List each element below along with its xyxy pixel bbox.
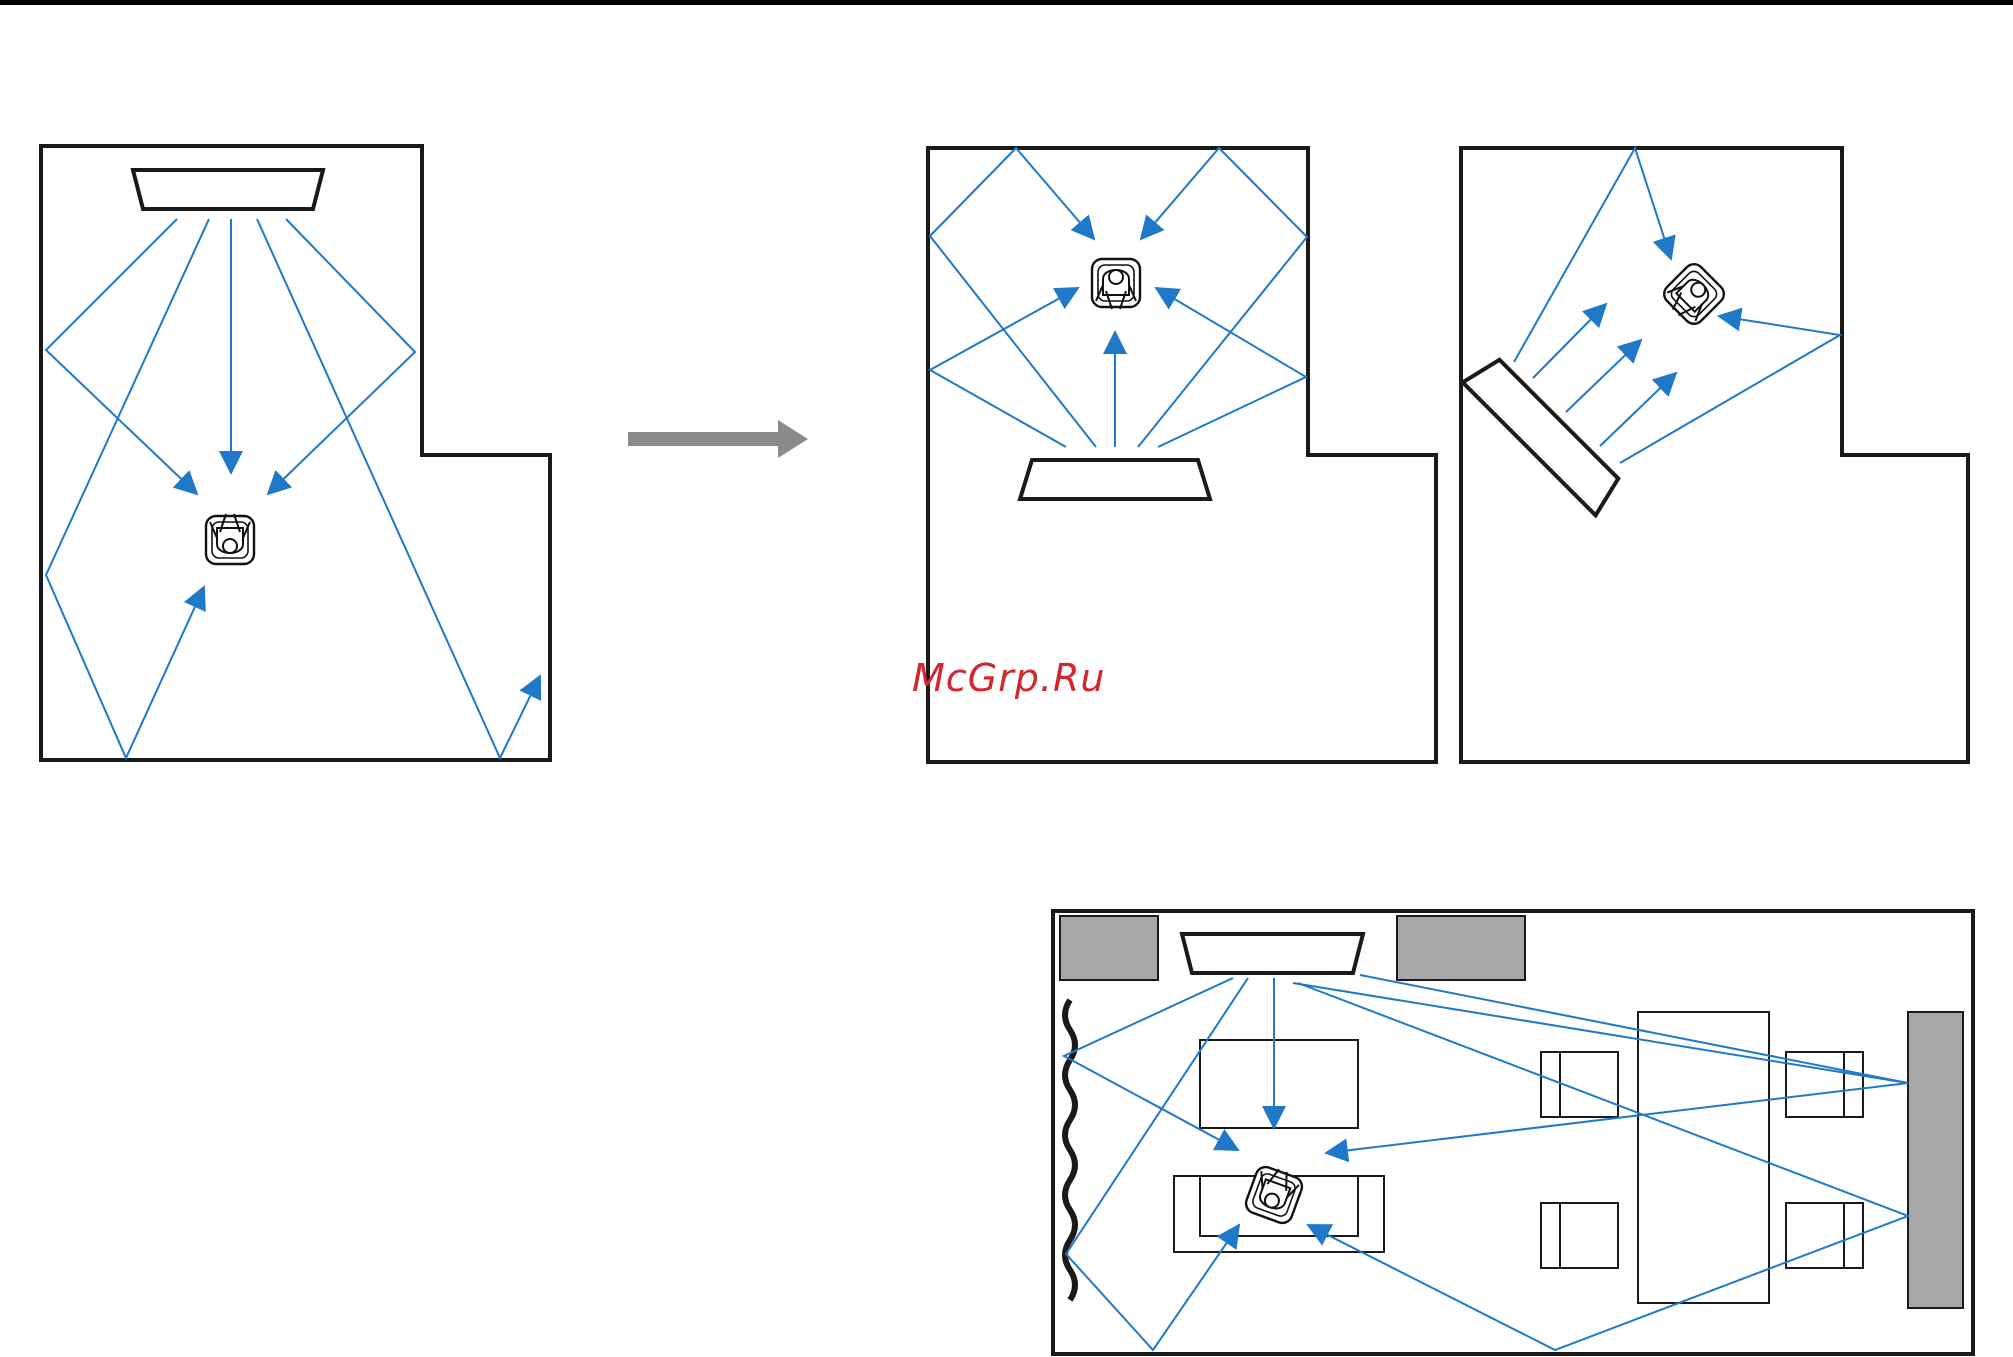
transition-arrow xyxy=(628,420,808,458)
cabinet-right xyxy=(1397,916,1525,980)
room-after-angled xyxy=(1461,148,1968,762)
listener-icon xyxy=(1659,260,1728,329)
listener-icon xyxy=(206,514,254,564)
soundbar xyxy=(133,170,323,209)
rays xyxy=(1064,975,1908,1350)
soundbar xyxy=(1463,353,1626,516)
sideboard xyxy=(1908,1012,1963,1308)
dining-table xyxy=(1638,1012,1769,1303)
soundbar xyxy=(1020,460,1210,499)
soundbar xyxy=(1182,934,1363,973)
cabinet-left xyxy=(1060,916,1158,980)
watermark: McGrp.Ru xyxy=(912,656,1105,700)
listener-icon xyxy=(1092,259,1140,309)
rays xyxy=(46,219,540,758)
room-before xyxy=(41,146,550,760)
room-wall xyxy=(41,146,550,760)
coffee-table xyxy=(1200,1040,1358,1128)
living-room xyxy=(1053,911,1973,1354)
